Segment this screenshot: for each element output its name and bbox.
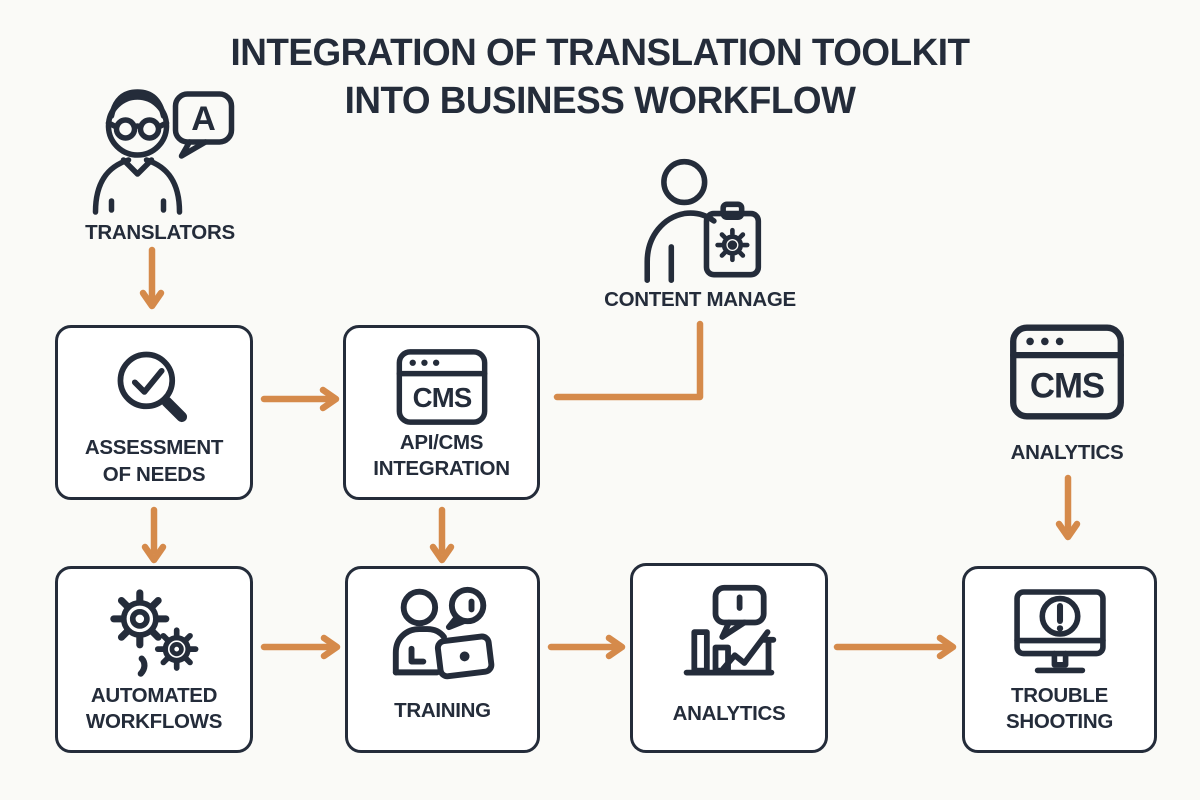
page-title-line2: INTO BUSINESS WORKFLOW — [344, 79, 856, 122]
arrow-automated-to-training — [260, 634, 341, 660]
actor-content-manager: CONTENT MANAGE — [570, 158, 830, 312]
connector-content-manager-to-api-cms — [553, 320, 704, 401]
monitor-alert-icon — [1004, 585, 1116, 683]
arrow-api-cms-to-training — [429, 506, 455, 564]
cms-browser-icon: CMS — [1009, 322, 1125, 427]
content-manager-label: CONTENT MANAGE — [604, 288, 796, 311]
training-label: TRAINING — [394, 685, 491, 737]
cms-analytics-label: ANALYTICS — [1010, 441, 1124, 464]
arrow-training-to-analytics — [547, 634, 626, 660]
page-title-line1: INTEGRATION OF TRANSLATION TOOLKIT — [230, 32, 970, 74]
api-cms-label-line1: API/CMS — [399, 430, 484, 454]
arrow-cms-analytics-to-troubleshooting — [1055, 474, 1081, 541]
arrow-assessment-to-automated — [141, 506, 167, 564]
arrow-analytics-to-troubleshooting — [833, 634, 957, 660]
bar-chart-speech-icon — [671, 582, 787, 688]
box-api-cms-integration: CMS API/CMS INTEGRATION — [343, 325, 540, 500]
analytics-label-line1: ANALYTICS — [672, 701, 786, 725]
cms-browser-icon: CMS — [396, 344, 488, 430]
box-training: TRAINING — [345, 566, 540, 753]
assessment-label-line1: ASSESSMENT — [84, 436, 224, 460]
magnifier-check-icon — [106, 344, 202, 436]
assessment-label-line2: OF NEEDS — [102, 463, 206, 486]
box-automated-workflows: AUTOMATED WORKFLOWS — [55, 566, 253, 753]
translators-label: TRANSLATORS — [85, 221, 235, 244]
translator-icon: A — [68, 76, 253, 221]
arrow-translators-to-assessment — [139, 246, 165, 310]
person-clipboard-icon — [625, 158, 775, 288]
troubleshooting-label-line1: TROUBLE — [1011, 683, 1108, 707]
automated-label: AUTOMATED WORKFLOWS — [85, 683, 223, 736]
box-troubleshooting: TROUBLE SHOOTING — [962, 566, 1157, 753]
actor-translators: A TRANSLATORS — [60, 76, 260, 245]
person-laptop-speech-icon — [384, 585, 502, 685]
api-cms-label-line2: INTEGRATION — [373, 457, 510, 481]
cms-icon-text: CMS — [412, 382, 471, 413]
actor-cms-analytics: CMS ANALYTICS — [967, 322, 1167, 465]
training-label-line1: TRAINING — [394, 698, 491, 722]
gears-icon — [102, 585, 206, 683]
automated-label-line1: AUTOMATED — [90, 683, 218, 707]
arrow-assessment-to-api-cms — [260, 386, 340, 412]
assessment-label: ASSESSMENT OF NEEDS — [84, 436, 224, 488]
page-title: INTEGRATION OF TRANSLATION TOOLKIT INTO … — [18, 30, 1182, 126]
automated-label-line2: WORKFLOWS — [85, 710, 223, 734]
translator-bubble-letter: A — [191, 100, 216, 138]
box-analytics: ANALYTICS — [630, 563, 828, 753]
troubleshooting-label: TROUBLE SHOOTING — [1006, 683, 1113, 736]
cms-icon-text: CMS — [1030, 366, 1104, 405]
box-assessment-of-needs: ASSESSMENT OF NEEDS — [55, 325, 253, 500]
api-cms-label: API/CMS INTEGRATION — [373, 430, 510, 483]
troubleshooting-label-line2: SHOOTING — [1006, 710, 1113, 734]
analytics-label: ANALYTICS — [673, 688, 786, 740]
